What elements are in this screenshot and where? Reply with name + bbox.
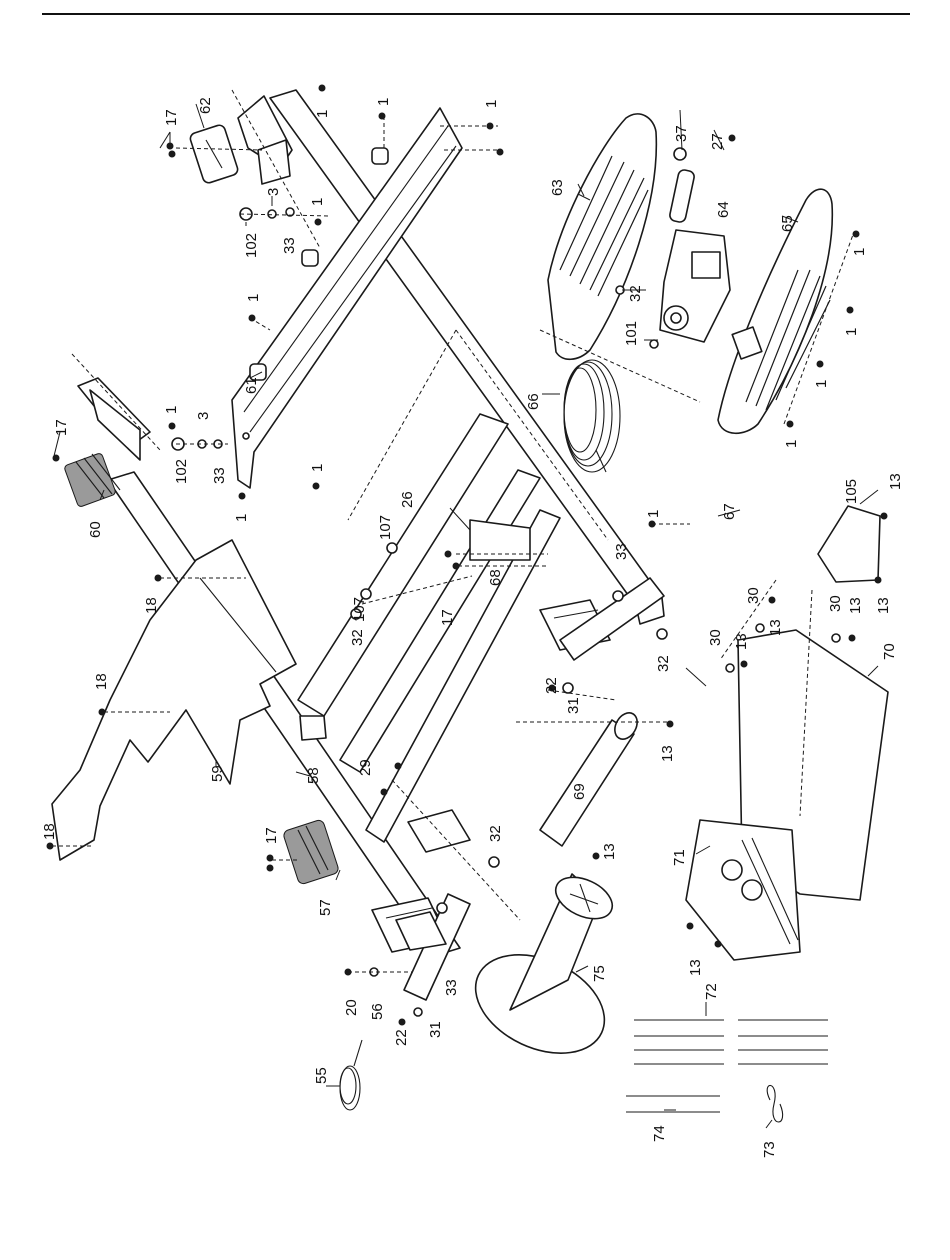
callout-c70: 75 (591, 965, 608, 982)
wire-harness-part (564, 360, 620, 472)
callout-c63: 68 (487, 569, 504, 586)
callout-c21: 13 (601, 843, 618, 860)
callout-c18: 13 (847, 597, 864, 614)
callout-c06: 1 (163, 406, 180, 414)
cable-55-part (340, 1040, 362, 1110)
callout-c61: 66 (525, 393, 542, 410)
callout-c44: 32 (487, 825, 504, 842)
callout-c64: 69 (571, 783, 588, 800)
callout-c42: 32 (349, 629, 366, 646)
callout-c17: 13 (767, 619, 784, 636)
callout-c12: 1 (813, 380, 830, 388)
callout-c07: 1 (309, 464, 326, 472)
motor-hood-63-part (548, 114, 656, 359)
callout-c66: 71 (671, 849, 688, 866)
callout-c69: 74 (651, 1125, 668, 1142)
callout-c16: 13 (875, 597, 892, 614)
callout-c34: 27 (709, 133, 726, 150)
callout-c04: 1 (309, 198, 326, 206)
callout-c10: 1 (851, 248, 868, 256)
callout-c50: 55 (313, 1067, 330, 1084)
callout-c55: 60 (87, 521, 104, 538)
callout-c57: 62 (197, 97, 214, 114)
callout-c68: 73 (761, 1141, 778, 1158)
callout-c09: 1 (645, 510, 662, 518)
choke-box-part (818, 506, 880, 582)
callout-c39: 31 (565, 697, 582, 714)
callout-c37: 30 (745, 587, 762, 604)
callout-c15: 13 (887, 473, 904, 490)
callout-c26: 17 (263, 827, 280, 844)
callout-c12b: 1 (783, 440, 800, 448)
callout-c67: 72 (703, 983, 720, 1000)
callout-c41: 32 (627, 285, 644, 302)
callout-c73: 102 (173, 459, 190, 484)
callout-c28: 18 (93, 673, 110, 690)
callout-c35: 29 (357, 759, 374, 776)
callout-c13: 3 (265, 188, 282, 196)
endcap-62-part (189, 124, 239, 185)
callout-c43: 32 (655, 655, 672, 672)
callout-c05: 1 (245, 294, 262, 302)
callout-c53: 58 (305, 767, 322, 784)
callout-c27: 18 (143, 597, 160, 614)
callout-c31: 22 (543, 677, 560, 694)
callout-c01: 1 (314, 110, 331, 118)
callout-c11: 1 (843, 328, 860, 336)
callout-c24: 17 (53, 419, 70, 436)
callout-c25: 17 (439, 609, 456, 626)
callout-c23: 17 (163, 109, 180, 126)
callout-c52: 57 (317, 899, 334, 916)
callout-c62: 67 (721, 503, 738, 520)
callout-c60: 65 (779, 215, 796, 232)
callout-c29: 18 (41, 823, 58, 840)
callout-c40: 31 (427, 1021, 444, 1038)
callout-c22: 13 (687, 959, 704, 976)
callout-c02: 1 (375, 98, 392, 106)
callout-c59: 64 (715, 201, 732, 218)
callout-c30: 20 (343, 999, 360, 1016)
controller-board-part (686, 820, 800, 960)
callout-c20: 13 (659, 745, 676, 762)
foot-pad-part (282, 819, 339, 885)
cable-ties-part (626, 1020, 828, 1122)
callout-c65: 70 (881, 643, 898, 660)
callout-c54: 59 (209, 765, 226, 782)
callout-c49: 37 (673, 125, 690, 142)
callout-c33: 26 (399, 491, 416, 508)
motor-mount-part (660, 169, 730, 342)
motor-hood-65-part (718, 189, 832, 433)
callout-c51: 56 (369, 1003, 386, 1020)
callout-c14: 3 (195, 412, 212, 420)
callout-c74: 105 (843, 479, 860, 504)
callout-c45: 33 (281, 237, 298, 254)
callout-c75: 107 (377, 515, 394, 540)
callout-c36: 30 (707, 629, 724, 646)
callout-c71: 101 (623, 321, 640, 346)
callout-c48: 33 (443, 979, 460, 996)
callout-c56: 61 (243, 377, 260, 394)
hood-cover-part (52, 540, 296, 860)
callout-c76: 107 (351, 597, 368, 622)
callout-c32: 22 (393, 1029, 410, 1046)
callout-c08: 1 (233, 514, 250, 522)
callout-c58: 63 (549, 179, 566, 196)
callout-c46: 33 (211, 467, 228, 484)
callout-c38: 30 (827, 595, 844, 612)
callout-c72: 102 (243, 233, 260, 258)
callout-c03: 1 (483, 100, 500, 108)
callout-c47: 33 (613, 543, 630, 560)
callout-c19: 13 (733, 633, 750, 650)
